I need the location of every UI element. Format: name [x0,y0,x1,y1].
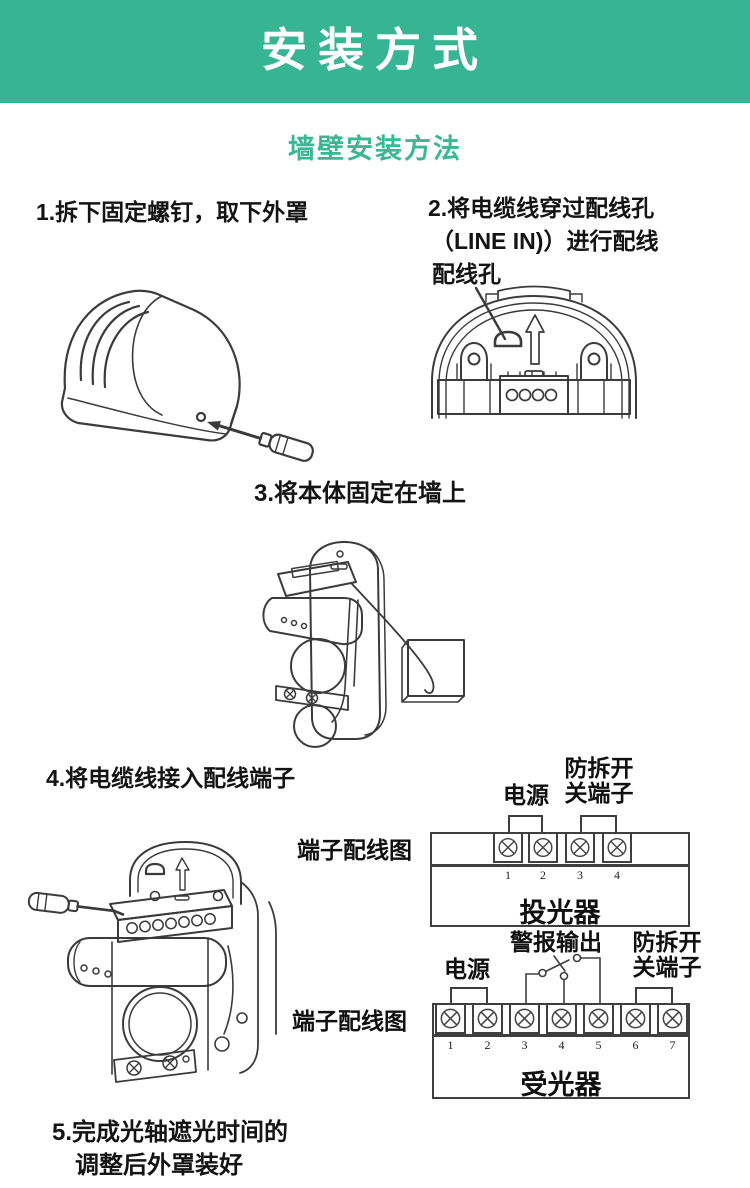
tamper-switch-label: 防拆开 关端子 [564,755,634,806]
step2-backplate-illustration [431,285,637,419]
step5-line1: 5.完成光轴遮光时间的 [52,1119,289,1146]
terminal [528,832,558,863]
terminal [472,1003,503,1034]
power-bracket [508,815,543,832]
page-title: 安装方式 [261,24,489,76]
terminal-number: 1 [447,1038,454,1052]
terminal-screw-icon [607,837,627,858]
step4-wiring-illustration [27,841,277,1083]
screwdriver-icon [207,421,314,462]
step5-line2: 调整后外罩装好 [75,1152,243,1179]
terminal-screw-icon [440,1008,461,1029]
terminal-number: 4 [558,1038,565,1052]
terminal-screw-icon [533,837,553,858]
terminal-number: 3 [521,1038,528,1052]
terminal-number: 6 [632,1038,639,1052]
terminal-number: 2 [484,1038,491,1052]
alarm-output-label: 警报输出 [510,929,602,955]
terminal [565,832,595,863]
diagram1-caption: 端子配线图 [297,837,412,863]
receiver-box: 受光器 [432,1035,690,1100]
relay-contact-icon [525,953,601,1004]
terminal-screw-icon [498,837,518,858]
terminal [546,1003,577,1034]
terminal-number: 2 [540,868,546,882]
terminal-strip [430,832,690,866]
power-label: 电源 [444,956,490,982]
terminal-screw-icon [477,1008,498,1029]
tamper-bracket [580,815,617,832]
step2-line2: （LINE IN)）进行配线 [431,228,659,254]
terminal [583,1003,614,1034]
tamper-switch-label: 防拆开 关端子 [632,929,702,980]
terminal-screw-icon [570,837,590,858]
terminal [435,1003,466,1034]
step1-cover-removal-illustration [60,289,314,462]
power-label: 电源 [503,782,549,808]
transmitter-wiring-diagram: 电源 防拆开 关端子 投光器 1 2 3 4 [430,752,690,928]
step3-text: 3.将本体固定在墙上 [254,480,467,507]
terminal [657,1003,688,1034]
step5-text: 5.完成光轴遮光时间的 调整后外罩装好 [52,1116,288,1182]
wiring-hole [493,330,523,348]
step2-text: 2.将电缆线穿过配线孔 （LINE IN)）进行配线 配线孔 [428,192,658,291]
terminal-screw-icon [662,1008,683,1029]
screwdriver-icon [27,891,125,916]
terminal-screw-icon [625,1008,646,1029]
terminal-number: 4 [614,868,620,882]
terminal [602,832,632,863]
wiring-hole-leader-line [474,286,507,341]
step2-line3: 配线孔 [432,261,501,287]
terminal [620,1003,651,1034]
receiver-label: 受光器 [520,1070,602,1100]
up-arrow-icon [525,314,545,365]
header-band: 安装方式 [0,0,750,103]
step3-mounting-illustration [262,541,465,748]
terminal-number: 1 [505,868,511,882]
terminal-number: 3 [577,868,583,882]
step1-text: 1.拆下固定螺钉，取下外罩 [36,199,309,225]
step4-text: 4.将电缆线接入配线端子 [46,765,296,791]
terminal-screw-icon [514,1008,535,1029]
terminal-screw-icon [551,1008,572,1029]
wall-box [407,639,465,697]
terminal-screw-icon [588,1008,609,1029]
power-bracket [450,987,488,1003]
transmitter-box: 投光器 [430,865,690,928]
diagram2-caption: 端子配线图 [292,1008,407,1034]
step2-line1: 2.将电缆线穿过配线孔 [428,195,655,221]
section-subtitle: 墙壁安装方法 [288,134,462,164]
terminal [509,1003,540,1034]
receiver-wiring-diagram: 电源 警报输出 防拆开 关端子 受 [432,928,708,1100]
transmitter-label: 投光器 [519,898,601,928]
cable-line [351,583,435,694]
terminal [493,832,523,863]
terminal-number: 7 [669,1038,676,1052]
terminal-number: 5 [595,1038,602,1052]
tamper-bracket [635,987,673,1003]
